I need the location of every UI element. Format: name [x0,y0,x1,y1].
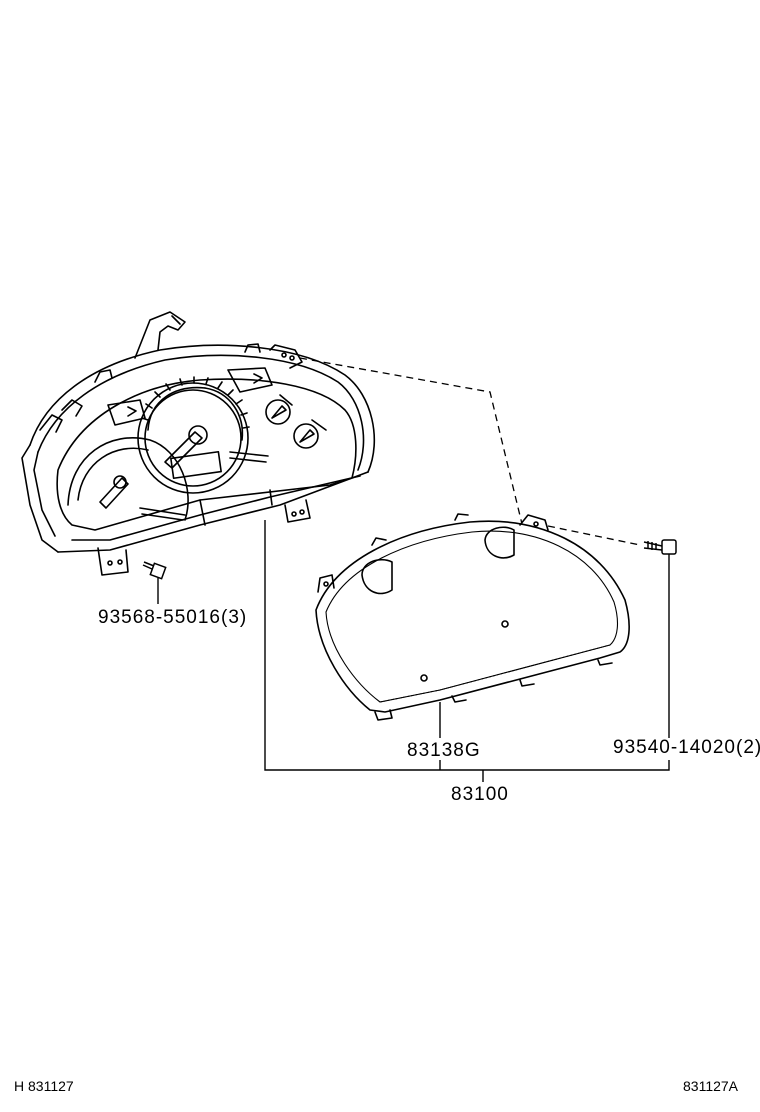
label-screw-right: 93540-14020(2) [613,737,760,758]
leader-lines [157,520,670,782]
meter-glass [315,513,630,721]
screw-left-icon [142,561,167,580]
screw-right-icon [643,539,677,555]
footer-right-code: 831127A [683,1078,739,1094]
label-glass: 83138G [407,740,481,761]
label-assembly: 83100 [451,784,509,805]
alignment-lines [299,357,641,546]
label-screw-left: 93568-55016(3) [98,607,248,628]
footer-left-code: H 831127 [14,1078,74,1094]
combination-meter-housing [21,311,376,576]
